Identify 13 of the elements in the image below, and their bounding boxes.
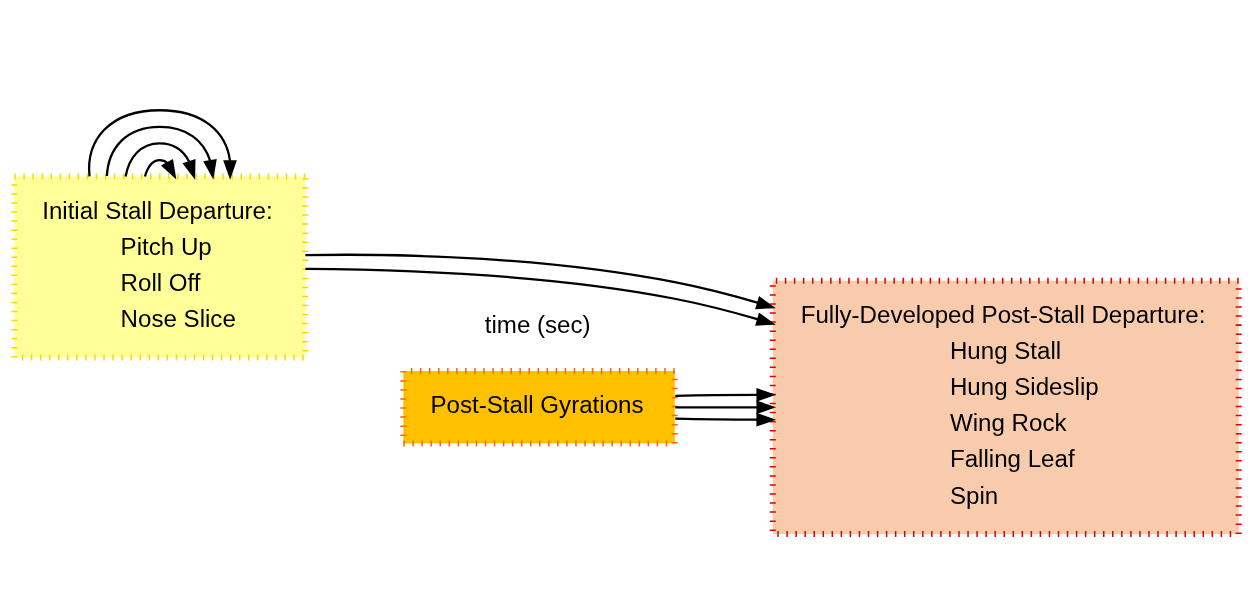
arrow	[675, 399, 777, 414]
arrow	[105, 125, 217, 179]
arrow	[124, 141, 196, 180]
node-box: Post-Stall Gyrations	[400, 367, 678, 446]
arrow	[143, 158, 177, 179]
arrow	[88, 108, 237, 180]
label: time (sec)	[484, 310, 591, 338]
arrow	[305, 253, 776, 309]
arrow	[675, 387, 777, 402]
arrow	[675, 412, 777, 427]
node-box: Fully-Developed Post-Stall Departure: Hung Stall Hung Sideslip Wing Rock Falling Leaf Spin	[769, 277, 1242, 537]
arrow	[305, 267, 776, 326]
node-box: Initial Stall Departure: Pitch Up Roll Off Nose Slice	[11, 173, 309, 361]
